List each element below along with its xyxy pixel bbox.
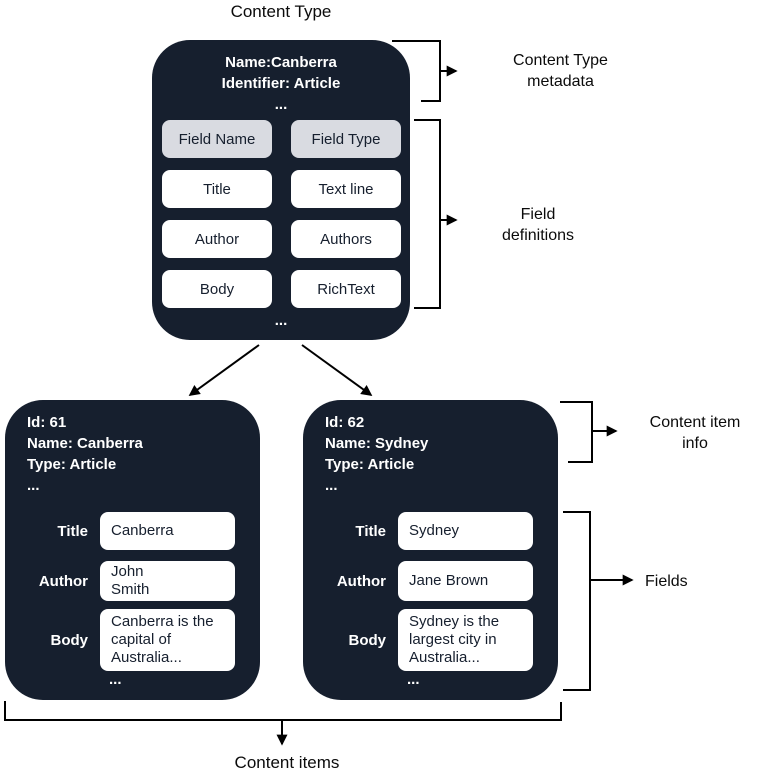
arrow-to-item-right-icon — [301, 344, 373, 396]
field-type-chip-title: Text line — [291, 170, 401, 208]
fields-more: ... — [109, 671, 122, 688]
content-items-label: Content items — [234, 753, 340, 772]
content-type-identifier: Identifier: Article — [221, 75, 341, 92]
field-row-author: Author John Smith — [5, 561, 260, 601]
field-label: Author — [38, 572, 88, 590]
bracket-content-items — [4, 701, 562, 721]
content-item-box-left: Id: 61 Name: Canberra Type: Article ... … — [5, 400, 260, 700]
content-item-header-more: ... — [325, 477, 338, 494]
bracket-field-definitions — [414, 119, 441, 309]
content-item-header: Id: 61 Name: Canberra Type: Article ... — [27, 412, 252, 496]
bracket-content-item-info — [560, 401, 593, 463]
field-table-more: ... — [274, 312, 288, 329]
content-item-header: Id: 62 Name: Sydney Type: Article ... — [325, 412, 550, 496]
field-label: Title — [355, 522, 386, 540]
field-row-body: Body Canberra is the capital of Australi… — [5, 609, 260, 671]
field-label: Title — [57, 522, 88, 540]
content-type-name: Name:Canberra — [225, 54, 337, 71]
field-value: John Smith — [100, 561, 235, 601]
content-type-box: Name:Canberra Identifier: Article ... Fi… — [152, 40, 410, 340]
field-name-chip-title: Title — [162, 170, 272, 208]
field-type-header-chip: Field Type — [291, 120, 401, 158]
bracket-fields — [563, 511, 591, 691]
field-value: Sydney is the largest city in Australia.… — [398, 609, 533, 671]
field-name-chip-author: Author — [162, 220, 272, 258]
field-name-chip-body: Body — [162, 270, 272, 308]
field-value: Canberra — [100, 512, 235, 550]
field-label: Body — [50, 631, 89, 649]
annotation-fields: Fields — [645, 573, 688, 590]
field-value: Sydney — [398, 512, 533, 550]
annotation-content-type-metadata: Content Type metadata — [513, 52, 608, 90]
field-value: Jane Brown — [398, 561, 533, 601]
field-label: Author — [336, 572, 386, 590]
field-definitions-table: Field Name Field Type Title Text line Au… — [162, 120, 401, 308]
content-item-id: Id: 61 — [27, 414, 67, 431]
field-type-chip-body: RichText — [291, 270, 401, 308]
content-item-header-more: ... — [27, 477, 40, 494]
field-row-author: Author Jane Brown — [303, 561, 558, 601]
content-item-name: Name: Canberra — [27, 435, 143, 452]
diagram-title: Content Type — [230, 2, 332, 21]
field-row-body: Body Sydney is the largest city in Austr… — [303, 609, 558, 671]
annotation-content-item-info: Content item info — [649, 414, 741, 452]
content-item-id: Id: 62 — [325, 414, 365, 431]
content-item-type: Type: Article — [27, 456, 117, 473]
field-name-header-chip: Field Name — [162, 120, 272, 158]
field-value: Canberra is the capital of Australia... — [100, 609, 235, 671]
fields-more: ... — [407, 671, 420, 688]
content-item-name: Name: Sydney — [325, 435, 429, 452]
field-row-title: Title Canberra — [5, 512, 260, 550]
content-type-header-more: ... — [274, 96, 288, 113]
field-label: Body — [348, 631, 387, 649]
annotation-field-definitions: Field definitions — [501, 206, 575, 244]
field-type-chip-author: Authors — [291, 220, 401, 258]
content-type-header: Name:Canberra Identifier: Article ... — [152, 52, 410, 115]
field-row-title: Title Sydney — [303, 512, 558, 550]
content-item-box-right: Id: 62 Name: Sydney Type: Article ... Ti… — [303, 400, 558, 700]
content-item-type: Type: Article — [325, 456, 415, 473]
arrow-to-item-left-icon — [188, 344, 260, 396]
